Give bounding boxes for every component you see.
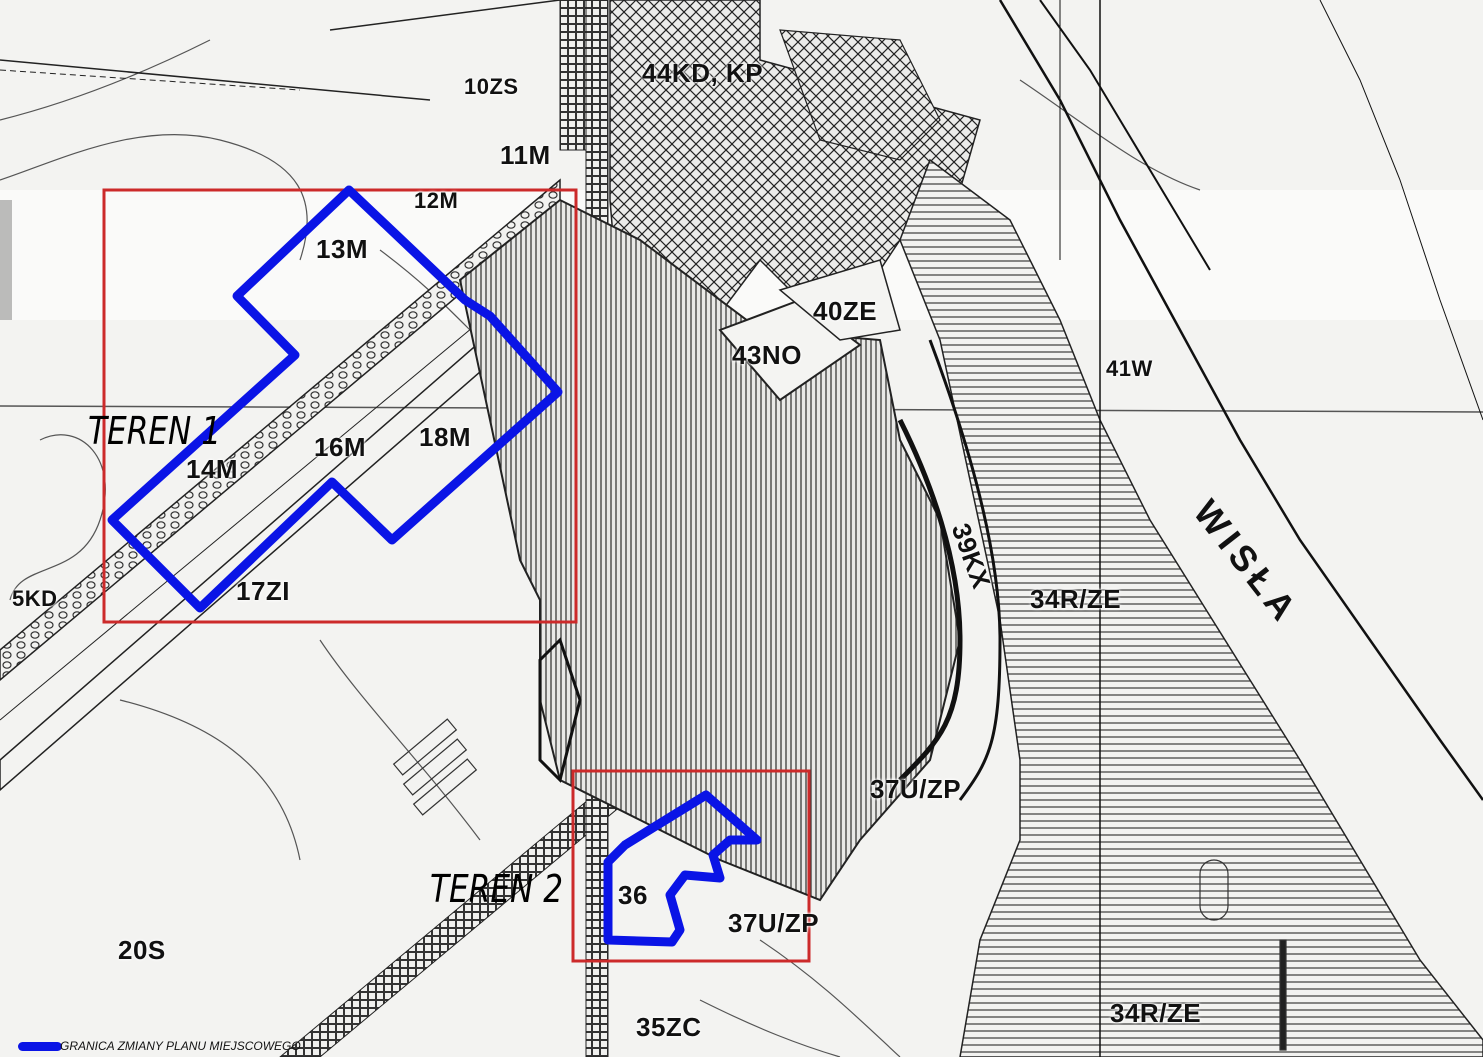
- zone-label-37uzp-a: 37U/ZP: [870, 774, 962, 804]
- zone-label-34rze-a: 34R/ZE: [1030, 584, 1122, 614]
- zone-label-10zs: 10ZS: [464, 74, 519, 99]
- kx-outline: [897, 418, 963, 782]
- zone-label-20s: 20S: [118, 935, 166, 965]
- river-bank: [998, 0, 1483, 1057]
- zone-label-34rze-b: 34R/ZE: [1110, 998, 1202, 1028]
- zone-label-44kd: 44KD, KP: [642, 58, 764, 88]
- building-blocks: [392, 718, 1287, 1051]
- zone-label-13m: 13M: [316, 234, 369, 264]
- zone-label-5kd: 5KD: [12, 586, 58, 611]
- zone-label-43no: 43NO: [732, 340, 802, 370]
- zone-label-16m: 16M: [314, 432, 367, 462]
- teren-2-frame: [571, 769, 811, 963]
- zone-label-11m: 11M: [500, 140, 551, 170]
- area-label-teren-1: TEREN 1: [88, 409, 222, 453]
- teren-1-frame: [102, 188, 578, 624]
- zone-label-35zc: 35ZC: [636, 1012, 702, 1042]
- teren-2-boundary: [603, 790, 762, 947]
- zone-label-36: 36: [618, 880, 648, 910]
- legend-label: GRANICA ZMIANY PLANU MIEJSCOWEGO: [60, 1039, 301, 1053]
- zone-label-14m: 14M: [186, 454, 239, 484]
- legend: GRANICA ZMIANY PLANU MIEJSCOWEGO: [18, 1038, 301, 1054]
- zone-label-12m: 12M: [414, 188, 459, 213]
- area-label-teren-2: TEREN 2: [430, 867, 564, 911]
- horizontal-hatch-zone: [899, 158, 1483, 1057]
- zone-label-37uzp-b: 37U/ZP: [728, 908, 820, 938]
- railway-band: [0, 178, 642, 1057]
- zone-label-17zi: 17ZI: [236, 576, 291, 606]
- margin-strip: [0, 200, 12, 320]
- zone-label-18m: 18M: [419, 422, 472, 452]
- legend-boundary-swatch: [18, 1041, 62, 1051]
- zone-label-40ze: 40ZE: [813, 296, 878, 326]
- teren-1-boundary: [107, 185, 563, 613]
- zone-label-41w: 41W: [1106, 356, 1153, 381]
- road-upper: [0, 59, 431, 101]
